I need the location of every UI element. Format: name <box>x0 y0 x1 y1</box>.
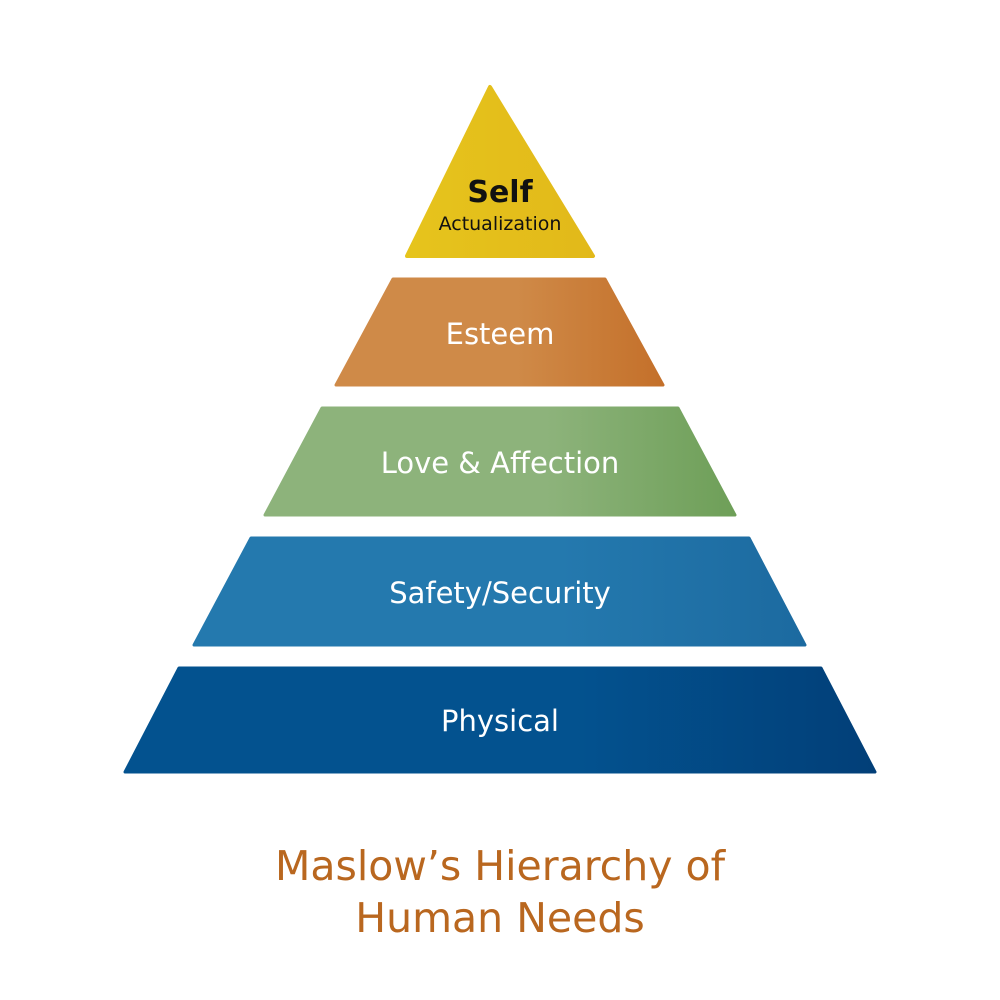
level-self-actualization: Self Actualization <box>405 85 595 258</box>
level-label: Physical <box>441 704 559 738</box>
level-label: Self <box>467 175 533 210</box>
level-label: Esteem <box>446 317 555 351</box>
level-safety-security: Safety/Security <box>192 536 807 647</box>
level-label: Actualization <box>439 213 562 235</box>
title-line-1: Maslow’s Hierarchy of <box>274 842 726 890</box>
level-label: Love & Affection <box>381 446 620 480</box>
level-esteem: Esteem <box>334 277 665 387</box>
level-label: Safety/Security <box>389 576 611 610</box>
title-line-2: Human Needs <box>355 894 645 942</box>
diagram-title: Maslow’s Hierarchy of Human Needs <box>0 840 1000 944</box>
level-love-affection: Love & Affection <box>263 406 737 517</box>
level-physical: Physical <box>123 666 877 774</box>
